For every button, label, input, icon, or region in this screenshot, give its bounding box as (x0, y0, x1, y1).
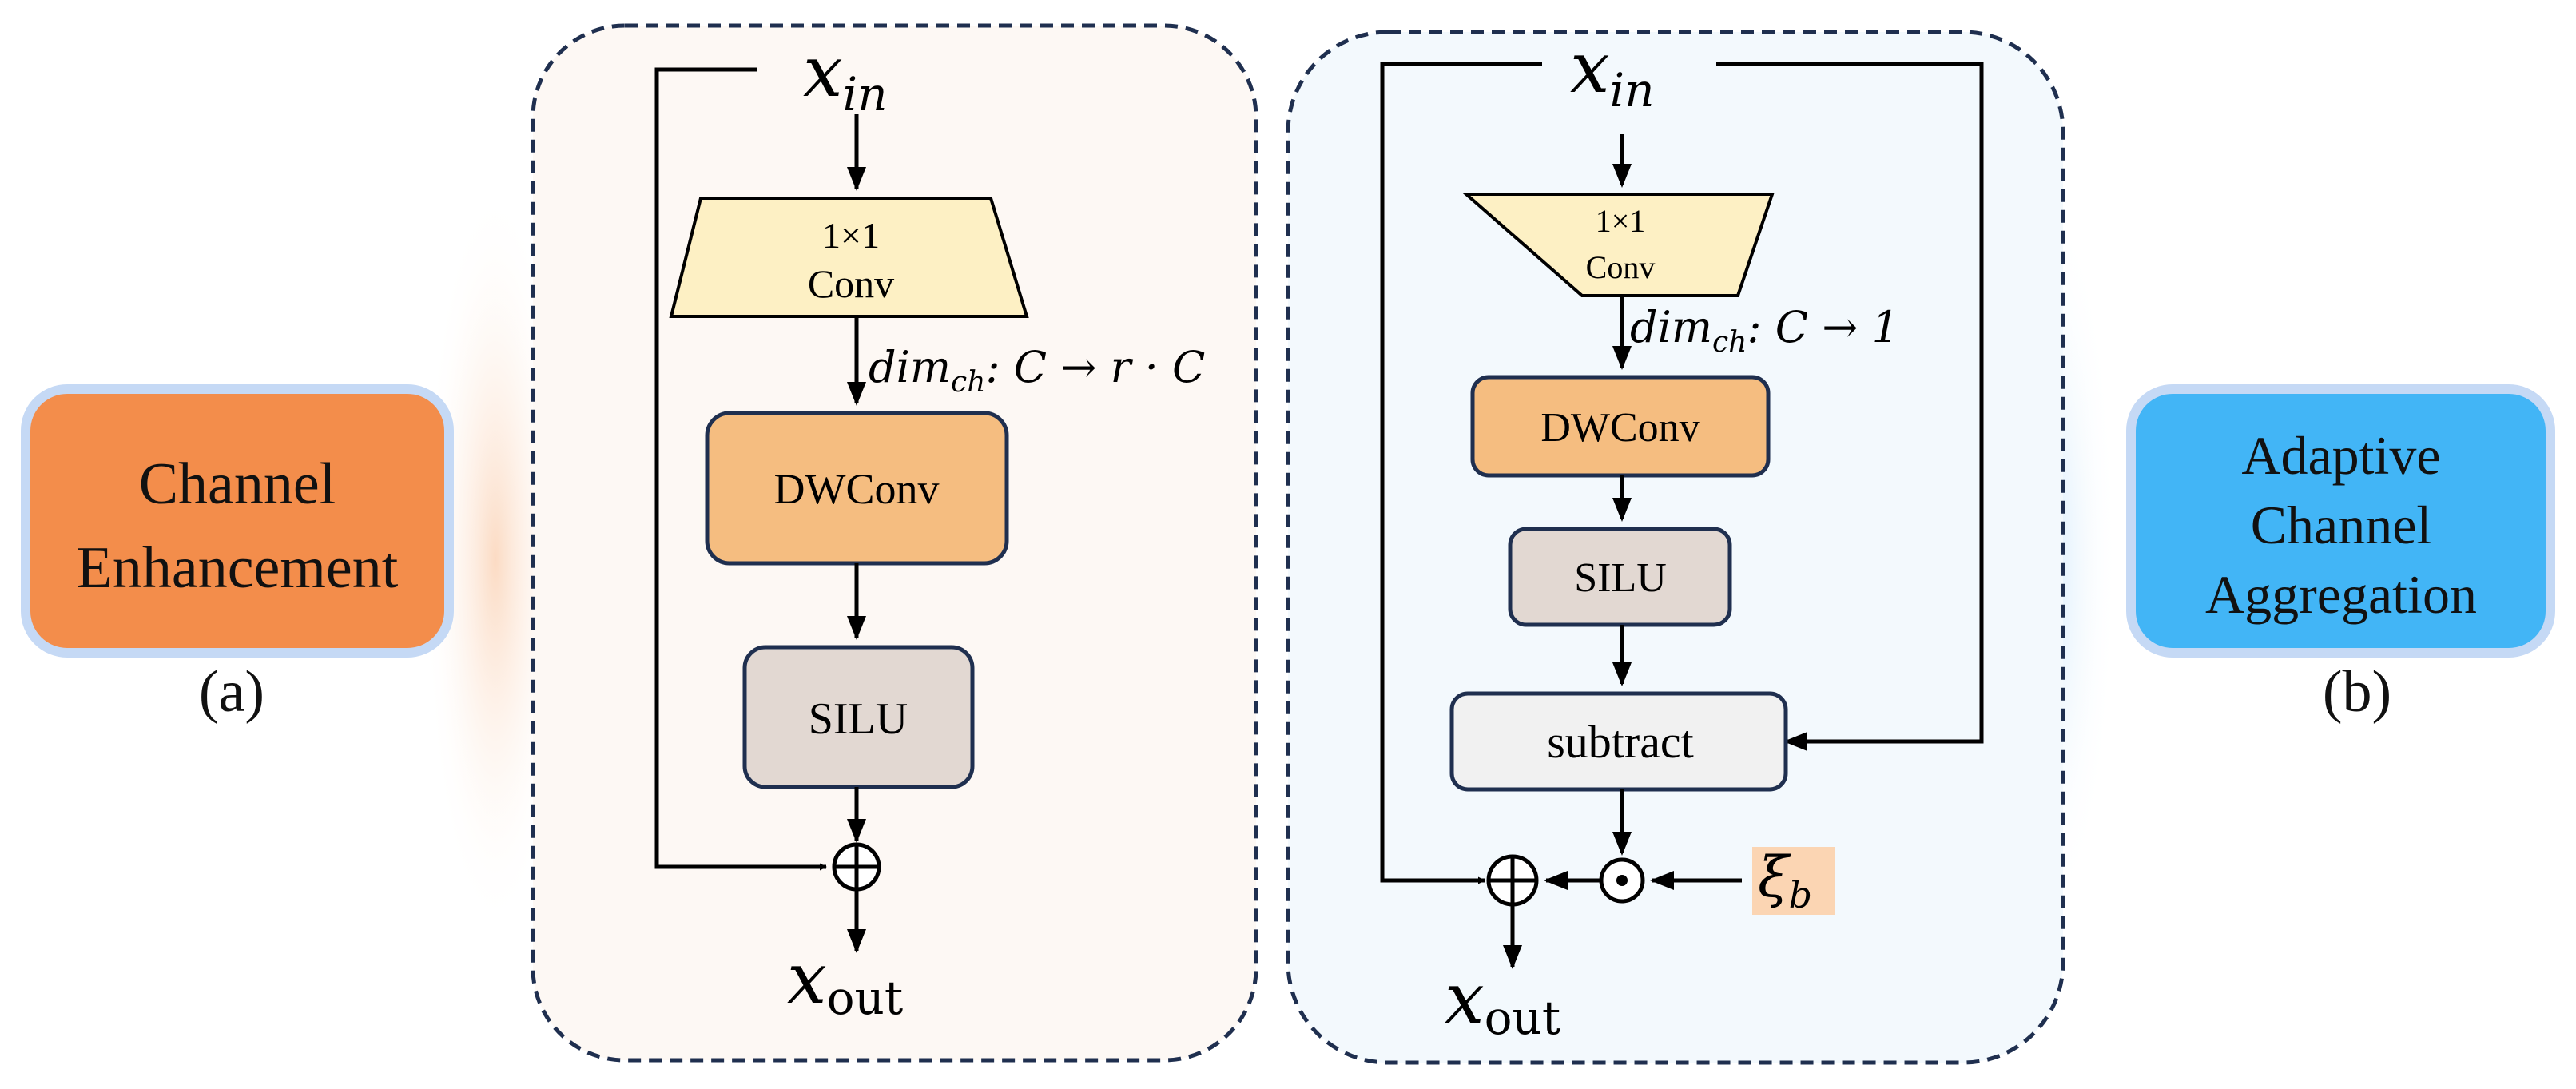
panel-a-output-label: xout (787, 937, 903, 1025)
panel-b-xi-label: ξb (1758, 845, 1812, 916)
panel-b-dim-label: dimch: C → 1 (1630, 302, 1899, 359)
aca-label-line2: Channel (2251, 495, 2432, 555)
caption-a: (a) (199, 659, 264, 725)
channel-enhancement-label-line1: Channel (139, 451, 336, 517)
channel-enhancement-label-line2: Enhancement (77, 535, 399, 601)
panel-b-silu-label: SILU (1574, 555, 1667, 601)
channel-enhancement-label-box (21, 384, 454, 658)
aca-label-line1: Adaptive (2241, 425, 2440, 486)
panel-b-multiply-operator (1599, 857, 1645, 904)
panel-b-conv-label-line1: 1×1 (1596, 203, 1646, 239)
panel-b-conv-label-line2: Conv (1586, 249, 1656, 285)
panel-b-subtract-label: subtract (1547, 716, 1694, 768)
panel-b-xi-box (1752, 847, 1835, 915)
panel-b-conv-block (1461, 193, 1775, 297)
panel-b-add-operator (1486, 854, 1539, 907)
panel-b-subtract-block (1449, 691, 1788, 792)
panel-a-input-label: xin (803, 30, 888, 121)
panel-b-bypass-to-subtract (1716, 62, 1984, 751)
panel-b-residual-connection (1380, 62, 1542, 884)
aca-label-line3: Aggregation (2205, 564, 2477, 625)
panel-a-conv-label-line1: 1×1 (822, 215, 880, 256)
panel-a-conv-label-line2: Conv (808, 261, 894, 306)
panel-a-dim-label: dimch: C → r · C (869, 342, 1205, 399)
panel-b-dwconv-label: DWConv (1540, 405, 1699, 451)
panel-a-conv-block (669, 197, 1029, 318)
panel-b-input-label: xin (1570, 26, 1655, 117)
panel-a-residual-connection (654, 67, 827, 871)
panel-a-silu-label: SILU (809, 694, 908, 744)
adaptive-channel-aggregation-label-box (2126, 384, 2555, 658)
panel-a-add-operator (832, 842, 881, 892)
caption-b: (b) (2323, 659, 2391, 725)
panel-b-output-label: xout (1445, 957, 1560, 1045)
panel-a-dwconv-label: DWConv (774, 465, 940, 513)
